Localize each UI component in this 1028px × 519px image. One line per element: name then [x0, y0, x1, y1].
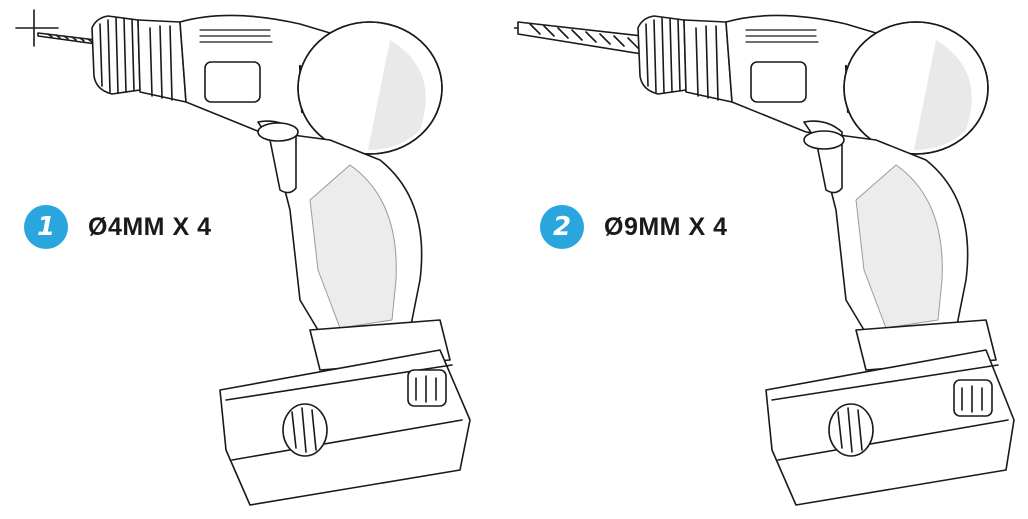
drill-chuck [91, 15, 187, 103]
drill-illustration-2 [514, 14, 1015, 506]
drill-handle [803, 120, 969, 351]
crosshair-icon [15, 9, 59, 47]
step-number-badge: 2 [540, 205, 584, 249]
drill-handle [257, 120, 423, 351]
step-number: 2 [552, 212, 572, 242]
step-spec: Ø4MM X 4 [88, 212, 212, 241]
step-number-badge: 1 [24, 205, 68, 249]
step-panel-2: 2 Ø9MM X 4 [514, 0, 1028, 519]
drill-chuck [637, 15, 733, 103]
drill-illustration-1 [15, 9, 471, 506]
drill-bit-thin [37, 32, 97, 45]
step-number: 1 [36, 212, 56, 242]
drill-bit-thick [517, 21, 643, 55]
drill-battery [765, 319, 1015, 506]
drill-battery [219, 319, 471, 506]
step-2: 2 Ø9MM X 4 [540, 205, 727, 249]
drill-body [725, 14, 989, 155]
step-spec: Ø9MM X 4 [604, 212, 728, 241]
step-panel-1: 1 Ø4MM X 4 [15, 9, 471, 506]
step-1: 1 Ø4MM X 4 [24, 205, 211, 249]
drill-body [179, 14, 443, 155]
